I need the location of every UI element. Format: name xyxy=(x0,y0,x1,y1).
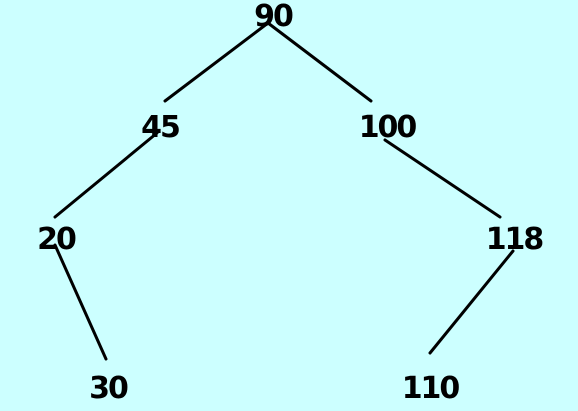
edge-118-110 xyxy=(428,249,515,355)
node-45: 45 xyxy=(141,110,179,145)
edge-90-45 xyxy=(163,21,270,103)
edge-20-30 xyxy=(53,243,108,361)
edge-45-20 xyxy=(53,131,159,219)
node-118: 118 xyxy=(486,222,544,257)
node-20: 20 xyxy=(37,222,76,257)
node-30: 30 xyxy=(89,371,128,406)
edge-100-118 xyxy=(383,138,502,219)
edge-90-100 xyxy=(266,21,373,103)
node-110: 110 xyxy=(402,371,460,406)
node-90: 90 xyxy=(254,0,293,34)
node-100: 100 xyxy=(359,110,417,145)
